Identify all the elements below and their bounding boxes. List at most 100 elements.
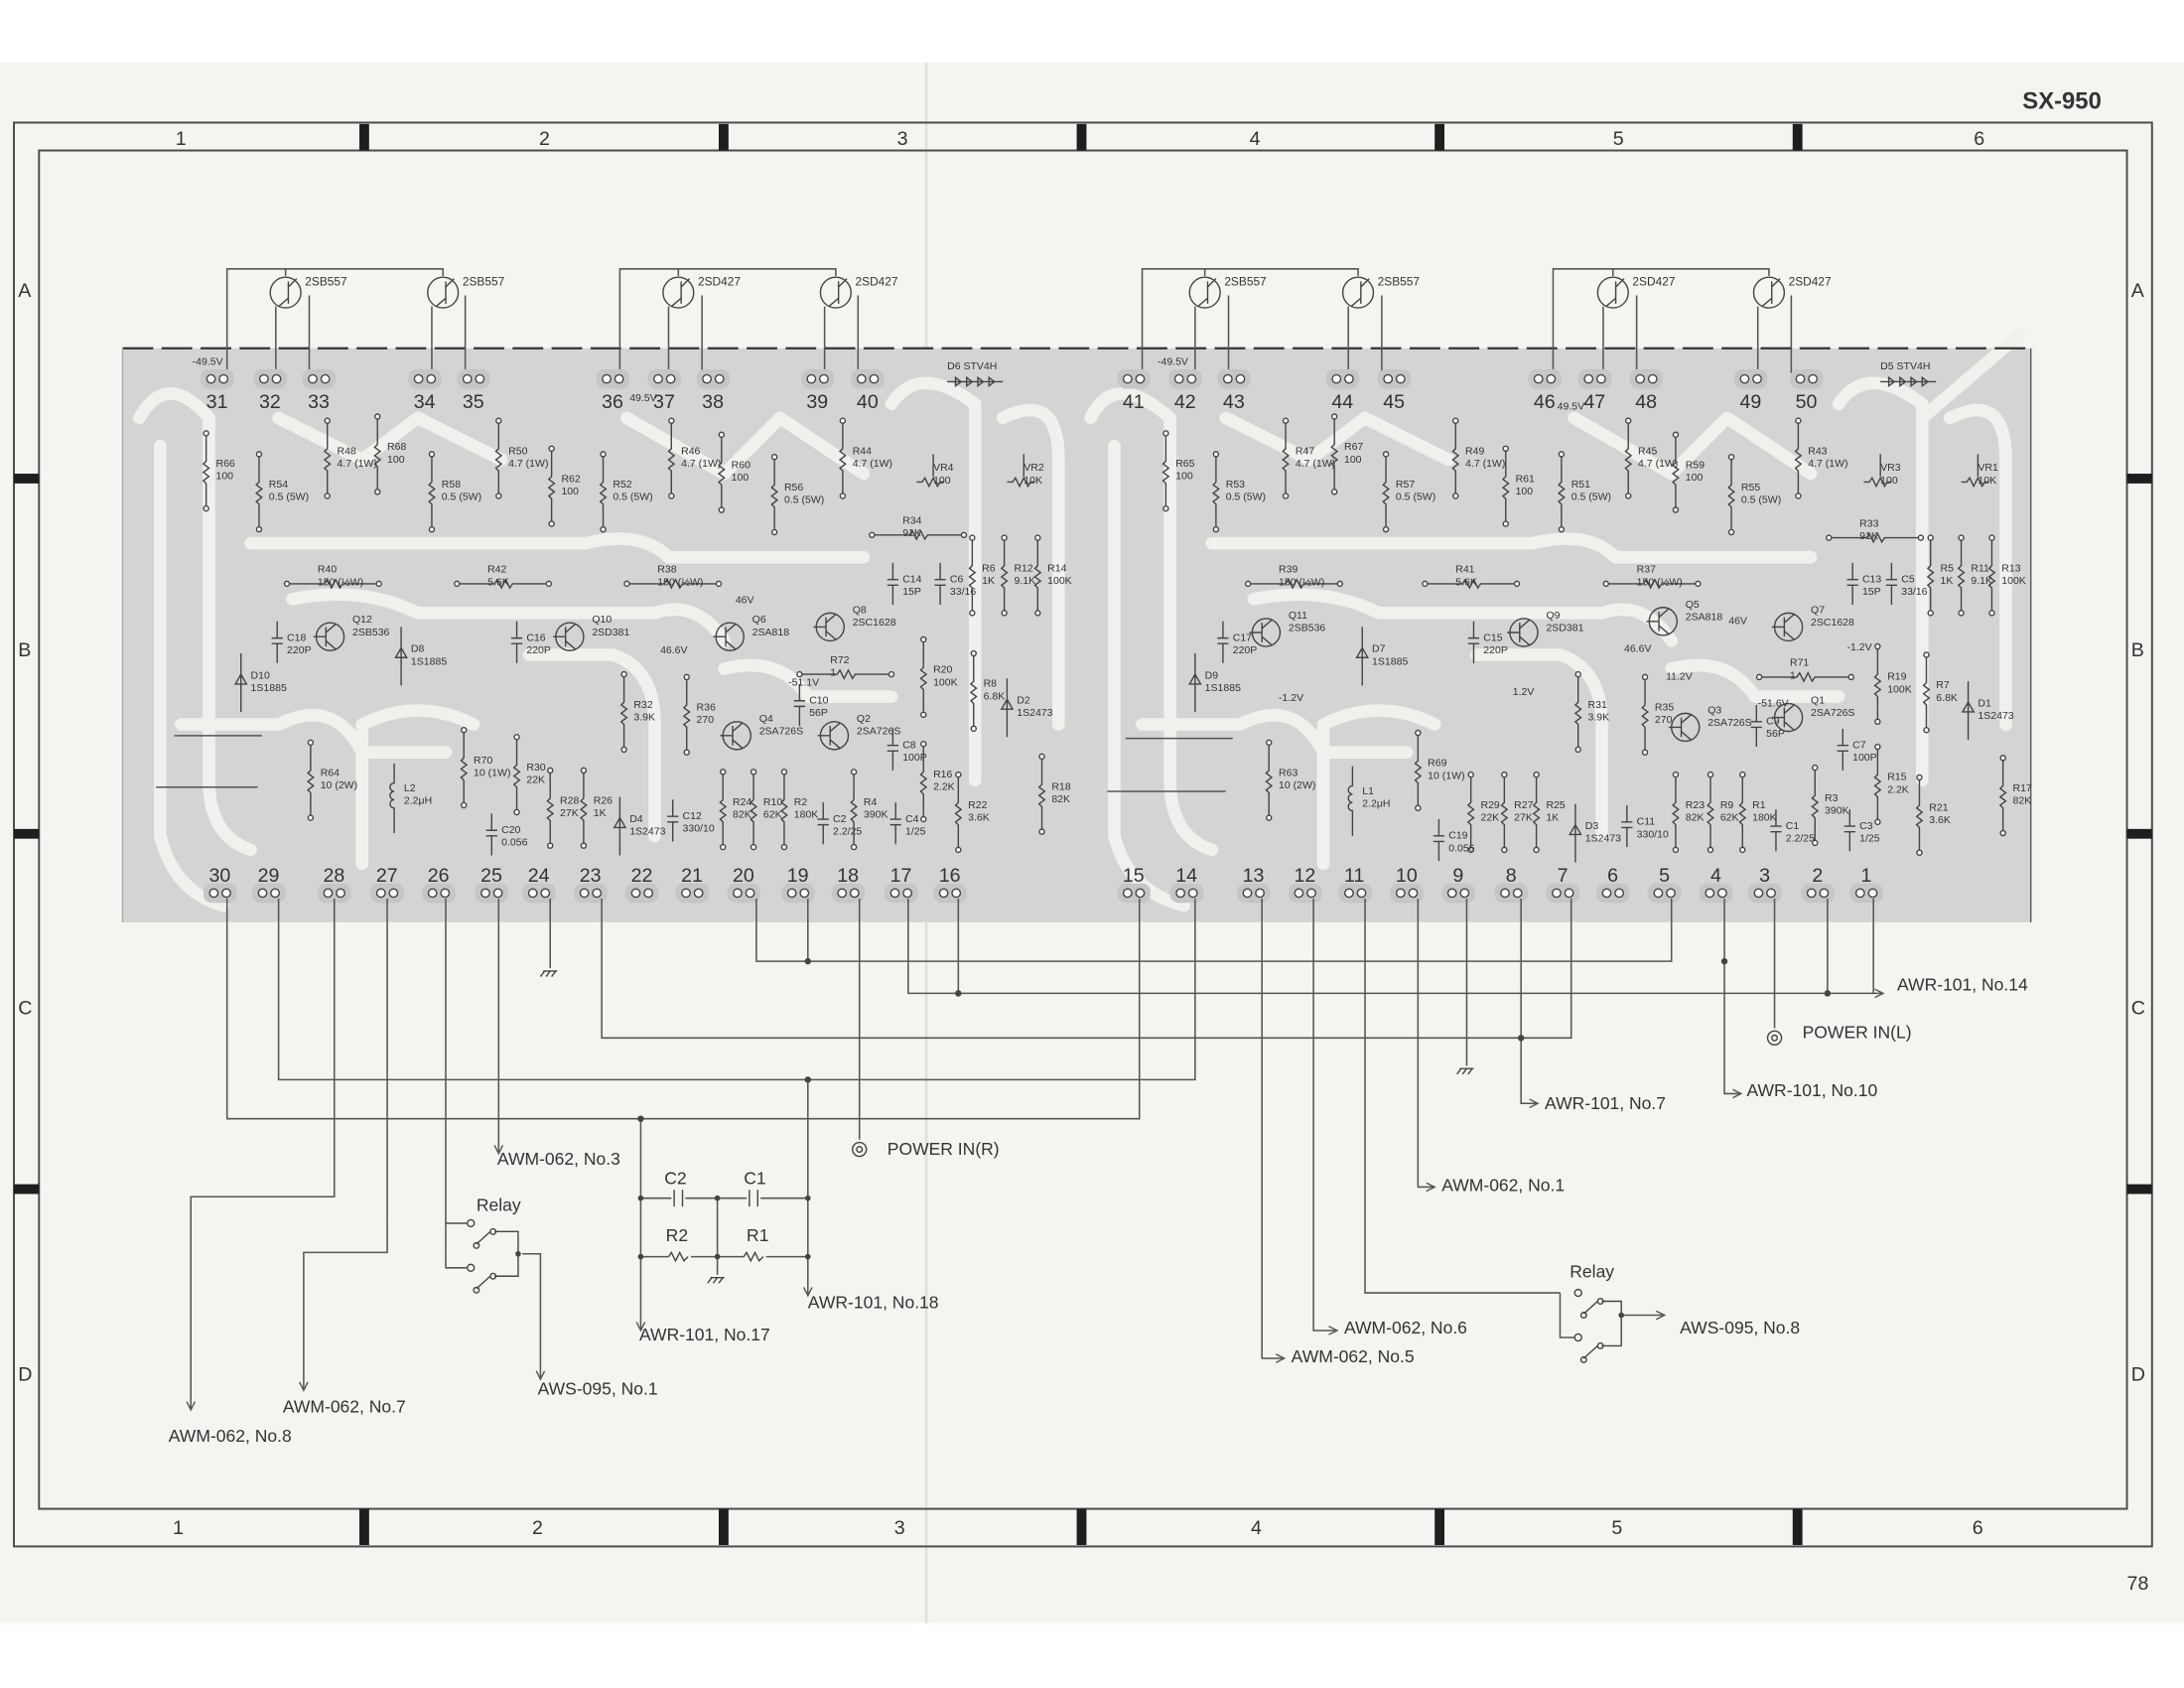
- capacitor-icon: [1433, 819, 1445, 862]
- terminal-pad: [1408, 888, 1419, 899]
- terminal-top: 42: [1168, 368, 1202, 413]
- resistor-icon: [289, 578, 376, 590]
- component-value: 82K: [1686, 811, 1705, 823]
- terminal-pad: [475, 373, 485, 384]
- component-ref: R17: [2012, 782, 2031, 794]
- terminal-pad: [1854, 888, 1865, 899]
- resistor-icon: [547, 451, 556, 521]
- terminal-bottom: 21: [675, 865, 710, 904]
- terminal-number: 29: [258, 865, 280, 887]
- voltage-label: 46.6V: [660, 644, 687, 656]
- terminal-pad: [1235, 373, 1246, 384]
- terminal-top: 34: [408, 368, 442, 413]
- terminal-number: 43: [1223, 391, 1245, 413]
- terminal-pad-area: [253, 368, 288, 389]
- component-value: 100P: [1852, 752, 1877, 764]
- resistor-icon: [1873, 648, 1882, 719]
- terminal-pad-area: [596, 368, 630, 389]
- resistor-icon: [546, 773, 555, 843]
- component-ref: C20: [501, 824, 520, 836]
- terminal-pad: [1512, 888, 1523, 899]
- terminal-top: 44: [1325, 368, 1360, 413]
- component-ref: R29: [1480, 799, 1499, 811]
- component-ref: R4: [864, 796, 878, 808]
- component-ref: C17: [1233, 632, 1252, 643]
- component-ref: Q12: [352, 614, 372, 626]
- solder-pad: [1265, 739, 1273, 747]
- component-ref: R53: [1226, 479, 1245, 491]
- solder-pad: [1330, 489, 1338, 495]
- component-value: 5.6K: [1455, 576, 1477, 588]
- transistor-icon: [713, 624, 737, 650]
- component-value: 150 (½W): [1637, 576, 1683, 588]
- component-l1: L12.2μH: [1347, 766, 1391, 836]
- resistor-icon: [1738, 776, 1747, 848]
- component-ref: R24: [733, 796, 751, 808]
- resistor-icon: [717, 437, 726, 507]
- component-value: 4.7 (1W): [338, 458, 377, 470]
- terminal-number: 48: [1635, 391, 1657, 413]
- solder-pad: [1739, 771, 1746, 778]
- component-ref: R13: [2001, 562, 2020, 574]
- solder-pad: [1695, 580, 1702, 588]
- solder-pad: [1988, 610, 1995, 617]
- solder-pad: [1282, 492, 1290, 499]
- solder-pad: [955, 846, 962, 854]
- component-ref: R60: [732, 459, 751, 471]
- resistor-icon: [1282, 423, 1291, 493]
- row-label-right: B: [2131, 639, 2144, 661]
- component-ref: D3: [1585, 820, 1599, 832]
- terminal-pad: [1614, 888, 1625, 899]
- terminal-number: 37: [653, 391, 675, 413]
- terminal-pad-area: [1236, 883, 1271, 904]
- row-divider-mark: [14, 1184, 40, 1195]
- terminal-pad: [1583, 373, 1594, 384]
- component-value: 100K: [933, 676, 958, 688]
- solder-pad: [1162, 430, 1169, 437]
- capacitor-icon: [667, 799, 679, 842]
- terminal-bottom: 18: [831, 865, 866, 904]
- column-label-top: 1: [176, 128, 187, 150]
- component-ref: R21: [1929, 802, 1948, 814]
- solder-pad: [1923, 726, 1930, 734]
- component-ref: R35: [1655, 702, 1674, 714]
- capacitor-icon: [1843, 809, 1855, 852]
- solder-pad: [1812, 764, 1819, 772]
- resistor-icon: [323, 423, 332, 493]
- solder-pad: [839, 492, 847, 499]
- solder-pad: [1558, 525, 1566, 533]
- solder-pad: [668, 492, 675, 499]
- column-label-bottom: 4: [1251, 1517, 1262, 1539]
- terminal-pad: [375, 888, 386, 899]
- terminal-pad-area: [522, 883, 556, 904]
- component-ref: D7: [1372, 643, 1386, 655]
- terminal-pad-area: [1168, 368, 1202, 389]
- terminal-pad: [1135, 888, 1146, 899]
- terminal-pad: [1653, 888, 1664, 899]
- component-ref: R7: [1936, 679, 1950, 691]
- ground-icon: [539, 970, 1474, 1284]
- resistor-icon: [1382, 457, 1391, 527]
- terminal-number: 23: [580, 865, 602, 887]
- component-ref: D9: [1205, 669, 1219, 681]
- solder-pad: [1706, 771, 1714, 778]
- solder-pad: [887, 670, 895, 678]
- terminal-bottom: 17: [884, 865, 918, 904]
- solder-pad: [620, 670, 627, 678]
- solder-pad: [715, 580, 723, 588]
